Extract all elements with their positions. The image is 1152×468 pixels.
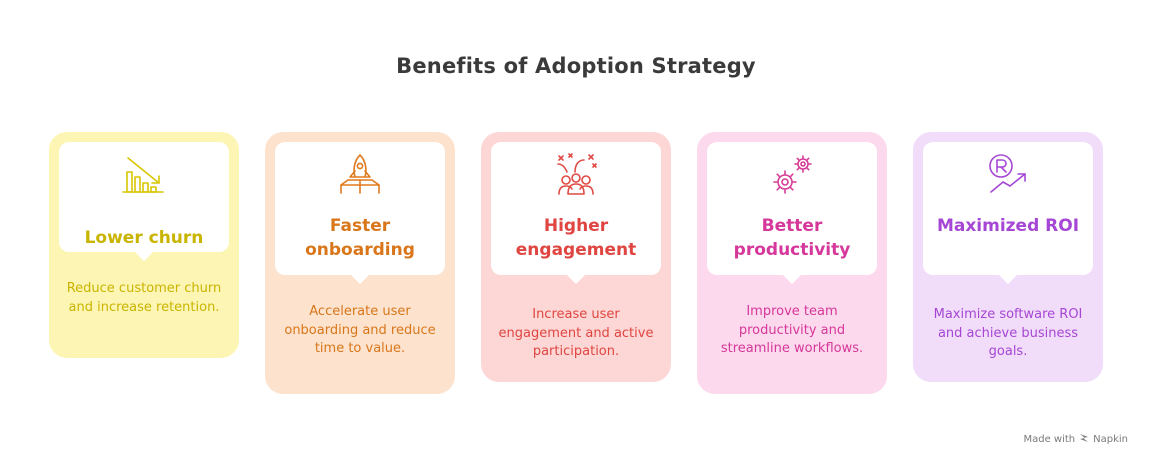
- declining-bar-chart-icon: [119, 150, 169, 200]
- gears-icon: [767, 150, 817, 200]
- roi-growth-icon: [983, 150, 1033, 200]
- diagram-title: Benefits of Adoption Strategy: [396, 54, 756, 78]
- card-description: Maximize software ROI and achieve busine…: [933, 307, 1083, 359]
- card-heading: Faster onboarding: [305, 216, 415, 260]
- made-with-napkin: Made with Napkin: [1023, 433, 1128, 446]
- card-header: Faster onboarding: [275, 142, 445, 284]
- card-heading: Better productivity: [733, 216, 851, 260]
- card-lower-churn: Lower churn Reduce customer churn and in…: [49, 132, 239, 358]
- card-faster-onboarding: Faster onboarding Accelerate user onboar…: [265, 132, 455, 394]
- card-higher-engagement: Higher engagement Increase user engageme…: [481, 132, 671, 382]
- card-header: Higher engagement: [491, 142, 661, 284]
- footer-brand: Napkin: [1093, 434, 1128, 445]
- footer-label: Made with: [1023, 434, 1076, 445]
- card-description: Improve team productivity and streamline…: [720, 304, 864, 356]
- card-heading: Maximized ROI: [936, 216, 1080, 236]
- card-better-productivity: Better productivity Improve team product…: [697, 132, 887, 394]
- card-header: Better productivity: [707, 142, 877, 284]
- card-header: Lower churn: [59, 142, 229, 261]
- card-maximized-roi: Maximized ROI Maximize software ROI and …: [913, 132, 1103, 382]
- card-description: Accelerate user onboarding and reduce ti…: [284, 304, 436, 356]
- card-heading: Higher engagement: [515, 216, 637, 260]
- napkin-logo-icon: [1079, 433, 1089, 446]
- card-header: Maximized ROI: [923, 142, 1093, 284]
- celebrating-group-icon: [551, 150, 601, 200]
- card-heading: Lower churn: [84, 228, 204, 248]
- card-description: Reduce customer churn and increase reten…: [66, 281, 222, 315]
- rocket-icon: [335, 150, 385, 200]
- card-description: Increase user engagement and active part…: [498, 307, 654, 359]
